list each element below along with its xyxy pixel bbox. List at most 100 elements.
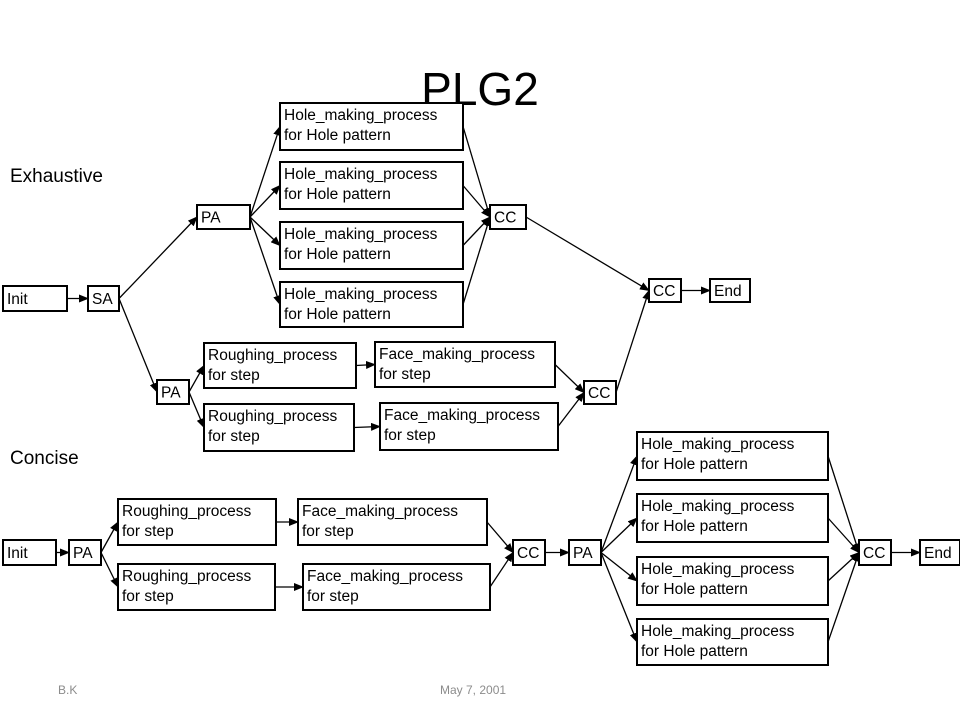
node-label-line: CC (517, 545, 539, 562)
node-label-line: for step (307, 588, 359, 605)
node-box (636, 431, 829, 481)
node-label-line: PA (201, 210, 221, 227)
edge-e-sa-to-e-pa1 (118, 216, 198, 299)
node-box (636, 493, 829, 543)
node-label-line: Init (7, 545, 28, 562)
footer-date: May 7, 2001 (440, 683, 507, 697)
node-box (2, 285, 68, 312)
node-box (374, 341, 556, 388)
node-e-end: End (709, 278, 751, 303)
node-box (919, 539, 960, 566)
edge-c-hole2-to-c-cc2 (827, 517, 860, 554)
edges-layer (56, 125, 921, 643)
node-e-pa1: PA (196, 204, 251, 230)
node-label-line: Roughing_process (122, 568, 252, 585)
node-box (156, 379, 190, 405)
edge-c-pa2-to-c-hole3 (600, 551, 638, 582)
node-label-line: for Hole pattern (641, 581, 748, 598)
edge-e-rough1-to-e-face1 (355, 360, 376, 369)
node-label-line: Roughing_process (208, 408, 338, 425)
node-box (203, 403, 355, 452)
edge-c-pa2-to-c-hole4 (600, 552, 638, 643)
edge-e-pa1-to-e-hole4 (249, 216, 281, 306)
node-label-line: for step (208, 428, 260, 445)
node-box (379, 402, 559, 451)
node-label-line: for step (122, 588, 174, 605)
node-c-cc1: CC (512, 539, 546, 566)
node-label-line: PA (573, 545, 593, 562)
edge-e-pa2-to-e-rough1 (188, 364, 205, 393)
node-e-pa2: PA (156, 379, 190, 405)
node-c-init: Init (2, 539, 57, 566)
edge-c-pa1-to-c-rough1 (100, 521, 119, 553)
node-label-line: PA (73, 545, 93, 562)
node-label-line: Face_making_process (302, 503, 458, 520)
node-box (279, 102, 464, 151)
node-box (512, 539, 546, 566)
node-c-end: End (919, 539, 960, 566)
node-label-line: SA (92, 291, 113, 308)
node-e-cc1: CC (489, 204, 527, 230)
node-box (489, 204, 527, 230)
node-box (568, 539, 602, 566)
concise-label: Concise (10, 448, 79, 469)
node-box (709, 278, 751, 303)
node-label-line: CC (863, 545, 885, 562)
node-box (648, 278, 682, 303)
node-box (279, 161, 464, 210)
edge-e-hole2-to-e-cc1 (462, 185, 491, 218)
edge-e-rough2-to-e-face2 (353, 422, 381, 431)
node-box (858, 539, 892, 566)
node-box (297, 498, 488, 546)
node-box (2, 539, 57, 566)
edge-e-cc2-to-e-cc3 (615, 289, 651, 393)
node-label-line: Face_making_process (307, 568, 463, 585)
node-label-line: Init (7, 291, 28, 308)
node-c-pa1: PA (68, 539, 102, 566)
node-box (279, 221, 464, 270)
node-label-line: End (714, 283, 742, 300)
edge-e-face1-to-e-cc2 (554, 364, 585, 394)
node-label-line: for Hole pattern (641, 456, 748, 473)
edge-e-pa1-to-e-hole3 (249, 216, 281, 247)
node-label-line: Roughing_process (122, 503, 252, 520)
edge-e-pa1-to-e-hole2 (249, 184, 281, 218)
node-label-line: for step (384, 427, 436, 444)
node-label-line: for Hole pattern (284, 246, 391, 263)
node-label-line: for Hole pattern (641, 643, 748, 660)
node-box (117, 498, 277, 546)
node-box (636, 556, 829, 606)
edge-e-hole4-to-e-cc1 (462, 216, 492, 305)
node-label-line: Hole_making_process (284, 107, 438, 124)
node-label-line: for Hole pattern (284, 127, 391, 144)
edge-c-pa1-to-c-rough2 (100, 552, 119, 588)
node-label-line: for step (122, 523, 174, 540)
edge-c-hole1-to-c-cc2 (827, 455, 861, 554)
node-e-cc2: CC (583, 380, 617, 405)
edge-c-hole4-to-c-cc2 (827, 551, 860, 643)
node-box (583, 380, 617, 405)
edge-c-pa2-to-c-hole1 (600, 455, 638, 553)
edge-e-face2-to-e-cc2 (557, 391, 585, 427)
node-label-line: PA (161, 385, 181, 402)
node-e-init: Init (2, 285, 68, 312)
node-box (636, 618, 829, 666)
edge-e-pa1-to-e-hole1 (249, 125, 281, 218)
node-e-cc3: CC (648, 278, 682, 303)
node-label-line: Hole_making_process (641, 436, 795, 453)
edge-c-pa2-to-c-hole2 (600, 517, 638, 553)
